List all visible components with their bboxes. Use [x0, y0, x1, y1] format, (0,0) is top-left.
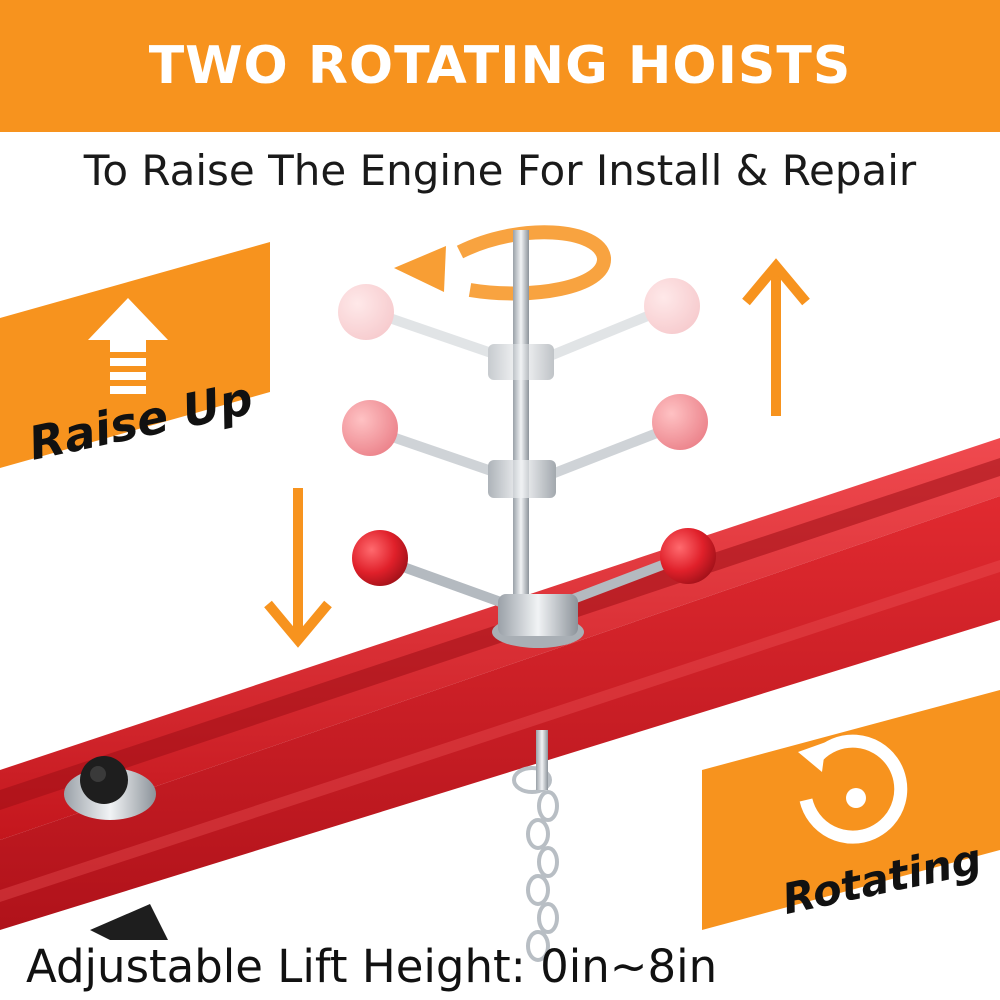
hoist-bottom: [352, 528, 716, 648]
locking-knob: [64, 756, 156, 820]
bracket: [90, 904, 168, 940]
down-arrow-icon: [264, 488, 332, 648]
screw-lower: [536, 730, 548, 790]
footer-caption: Adjustable Lift Height: 0in~8in: [26, 940, 718, 993]
hoist-knob-left: [352, 530, 408, 586]
hoist-knob-right: [660, 528, 716, 584]
threaded-screw: [513, 230, 529, 640]
rotating-panel: [702, 690, 1000, 930]
header-banner: TWO ROTATING HOISTS: [0, 0, 1000, 132]
raise-up-arrow-icon: [88, 298, 168, 394]
raise-up-panel: [0, 242, 270, 468]
chain: [512, 766, 559, 962]
rotate-arrow-icon: [394, 225, 611, 301]
hoist-top-faded: [338, 278, 700, 380]
rotate-circle-icon: [798, 734, 908, 844]
subtitle: To Raise The Engine For Install & Repair: [83, 146, 917, 195]
hoist-middle: [342, 394, 708, 498]
up-arrow-icon: [742, 258, 810, 416]
banner-title: TWO ROTATING HOISTS: [148, 36, 852, 96]
